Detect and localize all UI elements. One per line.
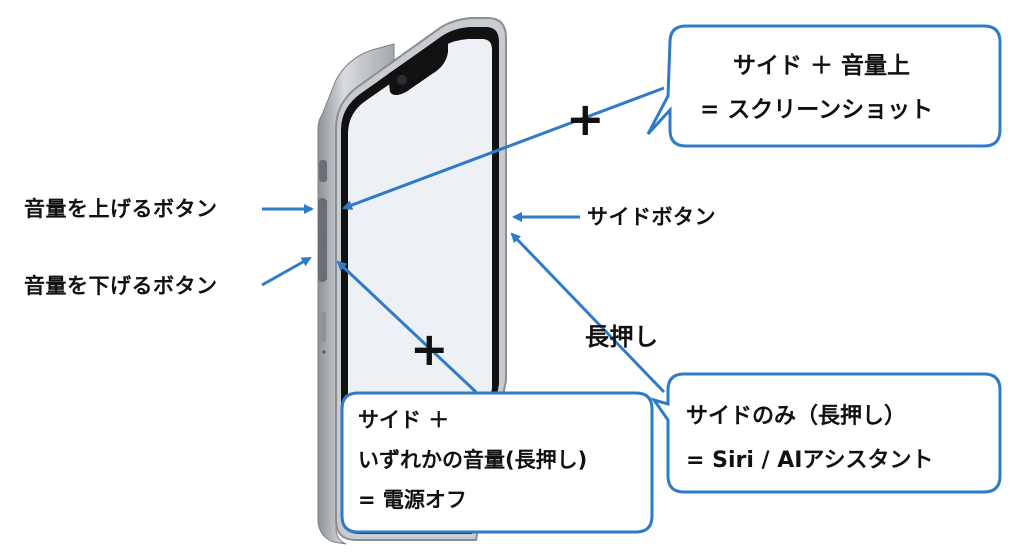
callout-power-off-line3: = 電源オフ — [358, 488, 467, 512]
sim-tray — [321, 312, 326, 342]
label-volume-down: 音量を下げるボタン — [24, 274, 218, 298]
label-volume-up: 音量を上げるボタン — [24, 197, 218, 221]
arrow-siri — [510, 232, 666, 394]
callout-screenshot-box — [646, 24, 1002, 148]
volume-up-button-shape — [318, 198, 327, 242]
callout-screenshot-line2: = スクリーンショット — [700, 97, 934, 123]
phone-side-edge — [317, 43, 395, 545]
callout-power-off-box — [340, 391, 654, 534]
sim-hole — [322, 350, 326, 354]
volume-down-button-shape — [318, 238, 327, 282]
label-long-press: 長押し — [585, 323, 659, 351]
arrow-power-off — [336, 260, 478, 394]
callout-siri-box — [650, 372, 1002, 494]
mute-switch — [319, 160, 327, 182]
callout-siri-line1: サイドのみ（長押し） — [686, 404, 907, 429]
callout-siri-line2: = Siri / AIアシスタント — [686, 448, 934, 473]
arrows — [261, 86, 666, 394]
plus-sign-bottom: + — [410, 322, 449, 376]
callout-power-off-line1: サイド ＋ — [358, 408, 450, 432]
arrow-volume-down — [261, 256, 312, 287]
arrow-screenshot — [342, 86, 665, 210]
callout-power-off-line2: いずれかの音量(長押し) — [358, 448, 588, 472]
label-side-button: サイドボタン — [587, 205, 716, 229]
plus-sign-top: + — [566, 92, 605, 146]
callout-screenshot-line1: サイド ＋ 音量上 — [733, 53, 911, 79]
front-camera — [397, 75, 407, 85]
